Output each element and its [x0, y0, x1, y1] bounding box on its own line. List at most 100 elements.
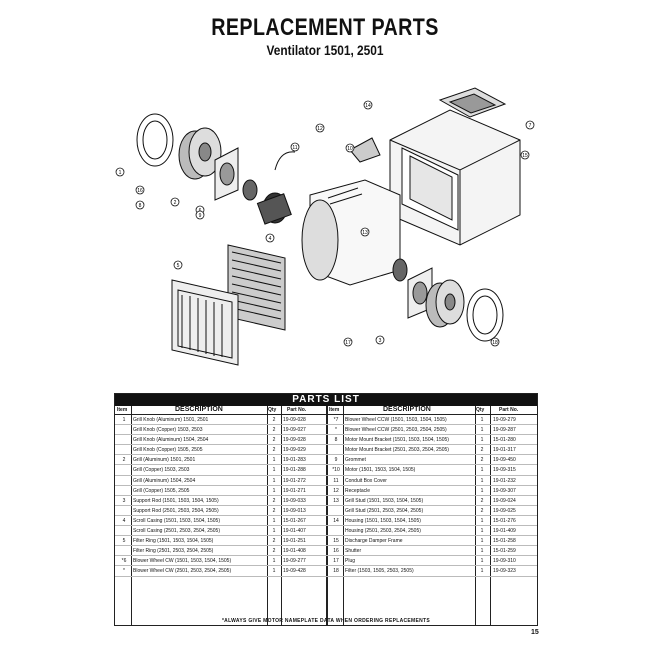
cell-part2: 19-09-323	[493, 568, 516, 575]
cell-desc2: Shutter	[345, 548, 362, 555]
callout-circle	[170, 197, 180, 207]
cell-part2: 19-09-279	[493, 417, 516, 423]
parts-list-table: PARTS LIST Item DESCRIPTION Qty Part No.…	[114, 393, 538, 626]
cell-item2: 13	[333, 497, 339, 504]
page-subtitle: Ventilator 1501, 2501	[266, 42, 384, 58]
cell-desc: Grill Knob (Copper) 1503, 2503	[133, 427, 203, 434]
cell-desc: Grill (Aluminum) 1501, 2501	[133, 457, 196, 464]
cell-part2: 19-09-024	[493, 497, 516, 504]
cell-qty2: 1	[480, 487, 484, 494]
exploded-parts-diagram: 123456789101112131415161718	[115, 87, 535, 366]
cell-part: 19-09-013	[283, 507, 306, 514]
callout-label: 12	[317, 126, 323, 132]
col-part-no-2: Part No.	[499, 407, 519, 413]
col-qty-2: Qty	[476, 407, 485, 413]
callout-label: 3	[379, 338, 382, 344]
damper-frame-drawing	[438, 87, 507, 118]
cell-item2: 14	[333, 517, 339, 524]
cell-desc: Support Rod (1501, 1503, 1504, 1505)	[133, 497, 219, 504]
cell-qty: 1	[272, 467, 276, 474]
cell-desc2: Receptacle	[345, 487, 371, 494]
cell-part: 19-01-407	[283, 528, 306, 535]
cell-item: 4	[122, 517, 126, 524]
cell-item: *	[123, 568, 125, 575]
cell-qty2: 1	[480, 528, 484, 535]
callout-circle	[375, 335, 385, 345]
callout-label: 5	[177, 263, 180, 269]
cell-desc: Scroll Casing (2501, 2503, 2504, 2505)	[133, 528, 221, 535]
cell-desc: Filter Ring (1501, 1503, 1504, 1505)	[133, 538, 214, 545]
cell-item2: 9	[334, 457, 338, 464]
cell-desc2: Grill Stud (1501, 1503, 1504, 1505)	[345, 497, 424, 504]
cell-qty2: 1	[480, 548, 484, 555]
cell-part2: 15-01-276	[493, 517, 516, 524]
table-row: 3 Support Rod (1501, 1503, 1504, 1505) 2 19…	[115, 496, 537, 506]
motor-bracket-left-drawing	[214, 147, 239, 201]
cell-desc2: Plug	[345, 558, 356, 565]
cell-desc2: Blower Wheel CCW (1501, 1503, 1504, 1505…	[345, 417, 447, 423]
page-title: REPLACEMENT PARTS	[211, 14, 439, 41]
table-row: * Blower Wheel CW (2501, 2503, 2504, 2505…	[115, 566, 537, 577]
callout-circle	[173, 260, 183, 270]
table-row: Grill Knob (Copper) 1503, 2503 2 19-09-027…	[115, 425, 537, 436]
cell-qty2: 2	[480, 447, 484, 454]
cell-item2: 11	[333, 477, 339, 484]
filter-panel-drawing	[171, 279, 239, 366]
callout-circle	[195, 210, 205, 220]
cell-qty: 2	[272, 437, 276, 444]
col-qty: Qty	[268, 407, 277, 413]
cell-part2: 19-09-307	[493, 487, 516, 494]
cell-part: 15-01-267	[283, 517, 306, 524]
cell-qty2: 2	[480, 457, 484, 464]
filter-ring-right-drawing	[466, 288, 504, 342]
cell-desc: Grill (Aluminum) 1504, 2504	[133, 477, 196, 484]
cell-part2: 19-01-232	[493, 477, 516, 484]
callout-circle	[135, 200, 145, 210]
col-description-2: DESCRIPTION	[383, 406, 431, 413]
col-item: Item	[117, 407, 128, 413]
callout-label: 1	[119, 170, 122, 176]
cell-part: 19-01-272	[283, 477, 306, 484]
cell-part2: 19-01-317	[493, 447, 516, 454]
cell-item2: *7	[333, 417, 339, 423]
cell-part: 19-09-028	[283, 417, 306, 423]
cell-qty: 1	[272, 477, 276, 484]
callout-circle	[360, 227, 370, 237]
cell-qty2: 1	[480, 538, 484, 545]
cell-qty2: 1	[480, 467, 484, 474]
blower-wheel-right-drawing	[425, 279, 465, 328]
callout-label: 10	[347, 146, 353, 152]
footnote: *ALWAYS GIVE MOTOR NAMEPLATE DATA WHEN O…	[221, 618, 431, 624]
cell-qty: 2	[272, 417, 276, 423]
cell-part: 19-09-428	[283, 568, 306, 575]
cell-qty2: 2	[480, 497, 484, 504]
grommet-right-drawing	[392, 258, 408, 282]
col-item-2: Item	[329, 407, 340, 413]
cell-desc2: Motor (1501, 1503, 1504, 1505)	[345, 467, 416, 474]
cell-desc2: Housing (1501, 1503, 1504, 1505)	[345, 517, 421, 524]
cell-part2: 15-01-258	[493, 538, 516, 545]
cell-part2: 19-09-310	[493, 558, 516, 565]
cell-qty: 1	[272, 558, 276, 565]
cell-qty: 2	[272, 507, 276, 514]
cell-desc: Blower Wheel CW (2501, 2503, 2504, 2505)	[133, 568, 232, 575]
cell-qty: 2	[272, 427, 276, 434]
cell-desc2: Filter (1503, 1505, 2503, 2505)	[345, 568, 414, 575]
parts-list-header: PARTS LIST	[115, 394, 537, 406]
cell-part2: 19-09-025	[493, 507, 516, 514]
cell-qty: 1	[272, 517, 276, 524]
cell-part: 19-09-027	[283, 427, 306, 434]
cell-part: 19-01-408	[283, 548, 306, 555]
cell-desc: Blower Wheel CW (1501, 1503, 1504, 1505)	[133, 558, 232, 565]
callout-circle	[315, 123, 325, 133]
cell-desc2: Conduit Box Cover	[345, 477, 387, 484]
callout-label: 14	[365, 103, 371, 109]
cell-item: 3	[122, 497, 126, 504]
cell-part: 19-09-029	[283, 447, 306, 454]
callout-label: 11	[292, 145, 297, 151]
